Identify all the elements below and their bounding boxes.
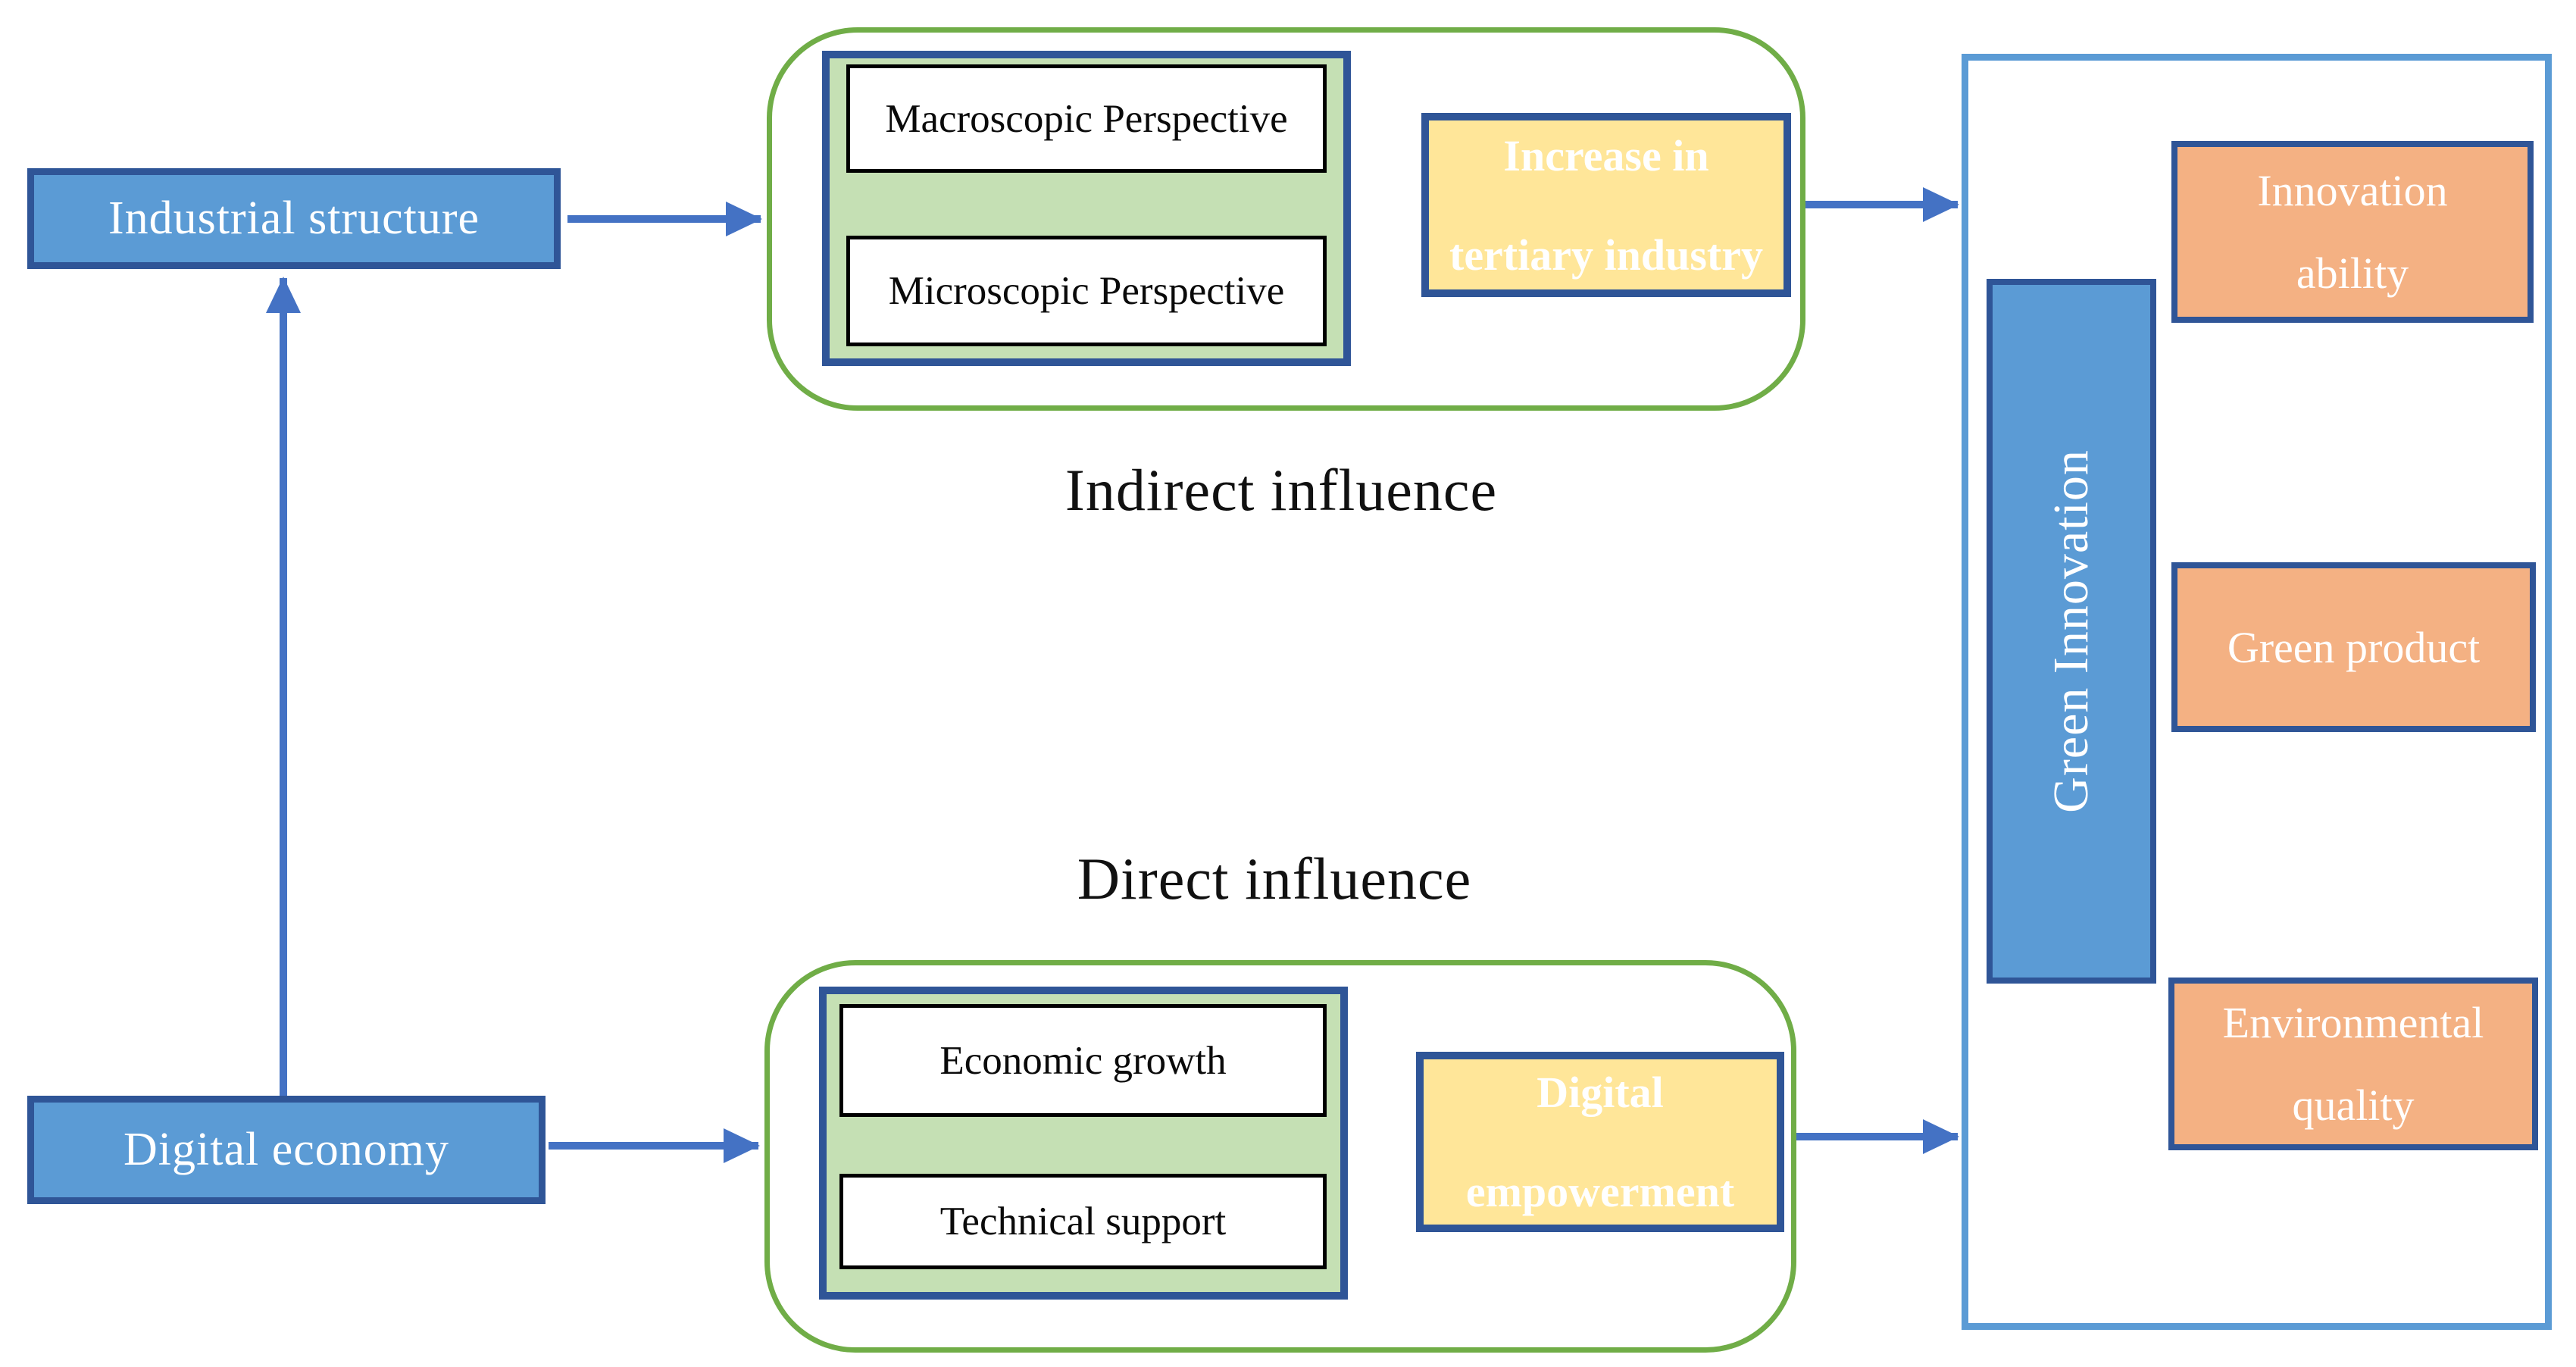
- digital-empowerment-line2: empowerment: [1465, 1167, 1735, 1216]
- environmental-quality-line2: quality: [2292, 1081, 2415, 1130]
- innovation-ability-box: Innovation ability: [2171, 141, 2534, 323]
- technical-support-label: Technical support: [939, 1200, 1227, 1243]
- increase-tertiary-line2: tertiary industry: [1449, 230, 1763, 280]
- macroscopic-perspective-label: Macroscopic Perspective: [885, 96, 1288, 141]
- microscopic-perspective-box: Microscopic Perspective: [846, 236, 1327, 346]
- indirect-influence-label: Indirect influence: [1064, 457, 1498, 523]
- environmental-quality-line1: Environmental: [2222, 998, 2484, 1047]
- macroscopic-perspective-box: Macroscopic Perspective: [846, 64, 1327, 173]
- economic-growth-box: Economic growth: [839, 1004, 1327, 1117]
- green-innovation-label: Green Innovation: [2043, 449, 2099, 813]
- green-innovation-box: Green Innovation: [1987, 279, 2156, 984]
- direct-influence-label: Direct influence: [1077, 846, 1472, 912]
- green-product-label: Green product: [2227, 622, 2481, 672]
- digital-economy-box: Digital economy: [27, 1096, 546, 1204]
- green-product-box: Green product: [2171, 562, 2536, 732]
- microscopic-perspective-label: Microscopic Perspective: [888, 269, 1285, 313]
- technical-support-box: Technical support: [839, 1174, 1327, 1269]
- innovation-ability-line2: ability: [2296, 249, 2409, 298]
- digital-empowerment-box: Digital empowerment: [1416, 1052, 1784, 1232]
- environmental-quality-box: Environmental quality: [2168, 978, 2538, 1150]
- digital-empowerment-line1: Digital: [1537, 1068, 1664, 1117]
- digital-economy-label: Digital economy: [123, 1124, 449, 1175]
- industrial-structure-box: Industrial structure: [27, 168, 561, 269]
- increase-tertiary-line1: Increase in: [1503, 130, 1709, 180]
- industrial-structure-label: Industrial structure: [108, 192, 480, 244]
- increase-tertiary-industry-box: Increase in tertiary industry: [1421, 113, 1791, 297]
- economic-growth-label: Economic growth: [939, 1038, 1227, 1083]
- innovation-ability-line1: Innovation: [2257, 166, 2448, 215]
